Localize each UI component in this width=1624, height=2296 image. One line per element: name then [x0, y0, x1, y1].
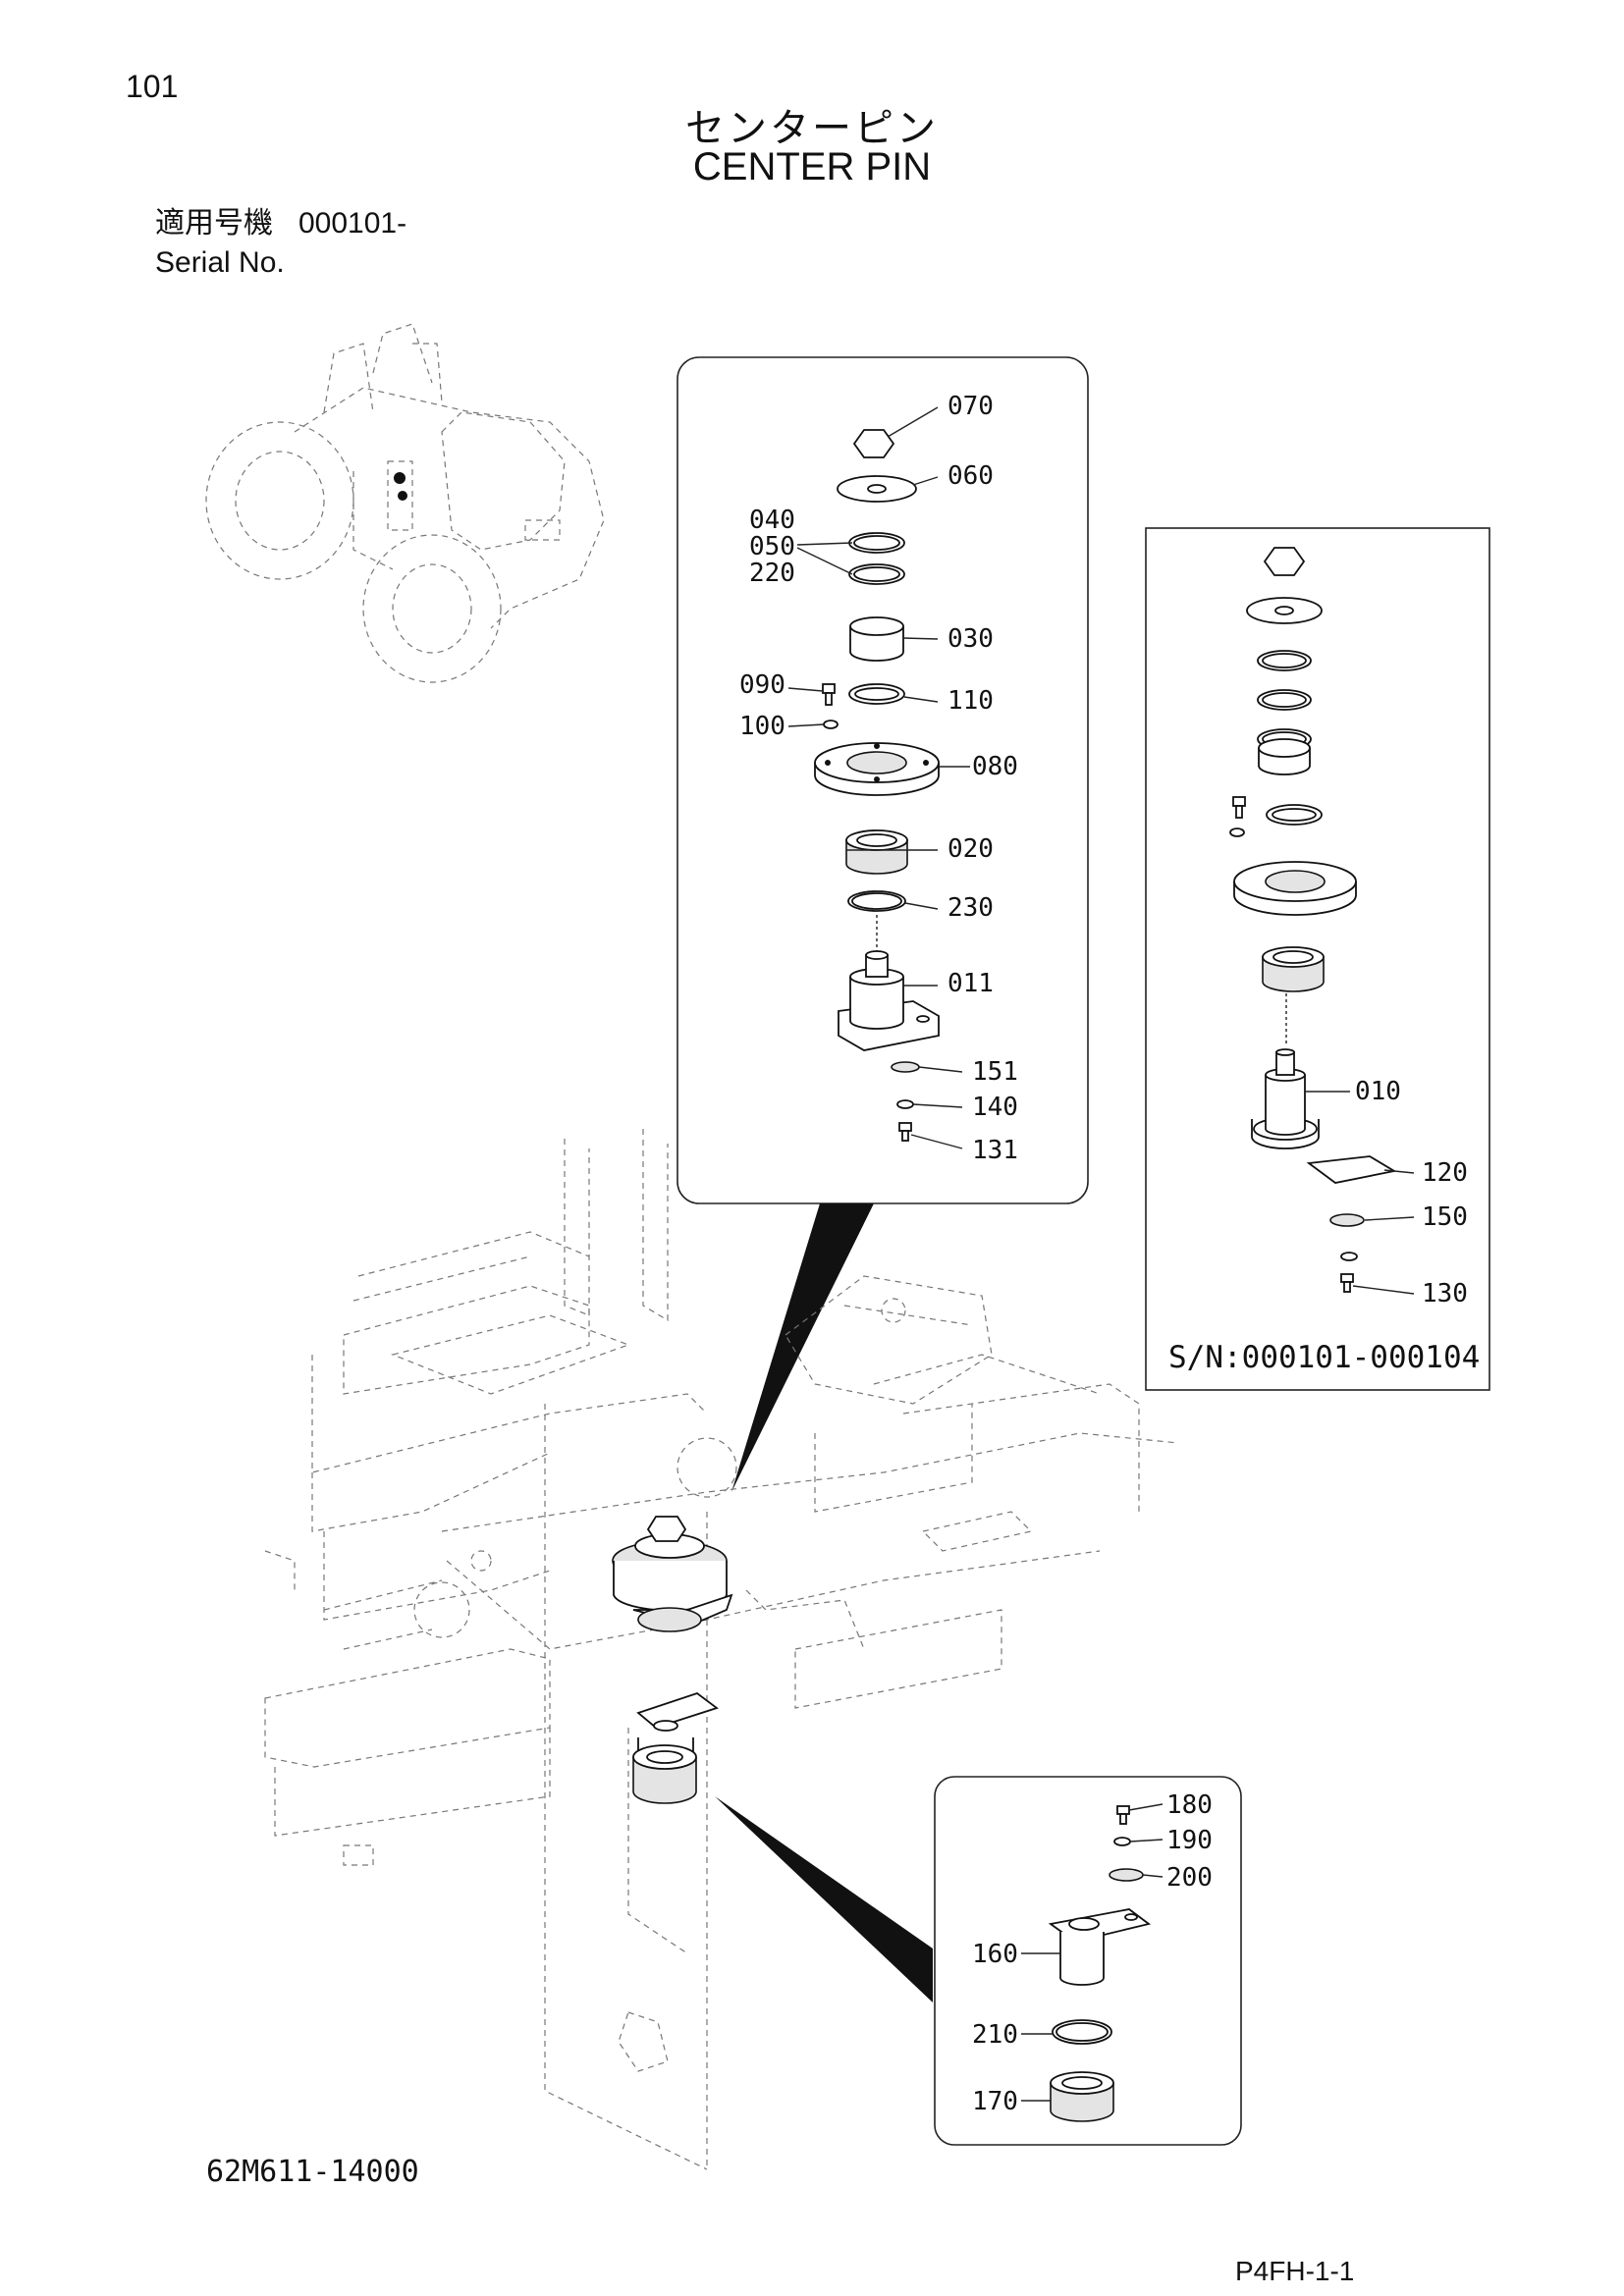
exploded-parts-side: [1229, 547, 1397, 1293]
serial-label-japanese: 適用号機: [155, 207, 273, 240]
callout-230: 230: [947, 893, 994, 923]
callout-140: 140: [972, 1093, 1018, 1122]
leader-lines-main: [787, 406, 970, 1149]
callout-030: 030: [947, 624, 994, 654]
callout-180: 180: [1166, 1790, 1213, 1820]
callout-050: 050: [749, 532, 795, 561]
callout-060: 060: [947, 461, 994, 491]
lower-detail-box: [934, 1776, 1242, 2146]
chassis-sketch: [264, 1129, 1179, 2170]
assembled-center-pin: [612, 1516, 733, 1804]
callout-010: 010: [1355, 1077, 1401, 1106]
callout-070: 070: [947, 392, 994, 421]
callout-040: 040: [749, 506, 795, 535]
callout-170: 170: [972, 2087, 1018, 2116]
callout-011: 011: [947, 969, 994, 998]
callout-110: 110: [947, 686, 994, 716]
serial-label-english: Serial No.: [155, 246, 285, 279]
callout-210: 210: [972, 2020, 1018, 2050]
lower-detail-pointer: [715, 1796, 933, 2002]
exploded-parts-lower: [1048, 1805, 1152, 2122]
callout-020: 020: [947, 834, 994, 864]
exploded-parts-main: [814, 429, 940, 1142]
early-serial-box: [1145, 527, 1490, 1391]
leader-lines-lower: [1021, 1803, 1164, 2102]
part-code: 62M611-14000: [206, 2155, 419, 2189]
callout-160: 160: [972, 1940, 1018, 1969]
leader-lines-side: [1306, 1091, 1415, 1295]
detail-pointer: [731, 1203, 874, 1492]
serial-value: 000101-: [298, 207, 407, 240]
page-title-japanese: センターピン: [685, 107, 939, 150]
callout-130: 130: [1422, 1279, 1468, 1308]
page-title-english: CENTER PIN: [692, 145, 932, 188]
callout-131: 131: [972, 1136, 1018, 1165]
machine-overview-sketch: [205, 323, 605, 683]
callout-080: 080: [972, 752, 1018, 781]
page-number: 101: [126, 69, 179, 104]
callout-151: 151: [972, 1057, 1018, 1087]
callout-090: 090: [739, 670, 785, 700]
serial-info: 適用号機 000101- Serial No.: [155, 204, 406, 283]
callout-190: 190: [1166, 1826, 1213, 1855]
callout-120: 120: [1422, 1158, 1468, 1188]
callout-220: 220: [749, 559, 795, 588]
early-serial-range: S/N:000101-000104: [1168, 1340, 1480, 1375]
callout-200: 200: [1166, 1863, 1213, 1893]
page-reference: P4FH-1-1: [1235, 2256, 1355, 2286]
callout-100: 100: [739, 712, 785, 741]
callout-150: 150: [1422, 1202, 1468, 1232]
exploded-view-box: [677, 356, 1089, 1204]
